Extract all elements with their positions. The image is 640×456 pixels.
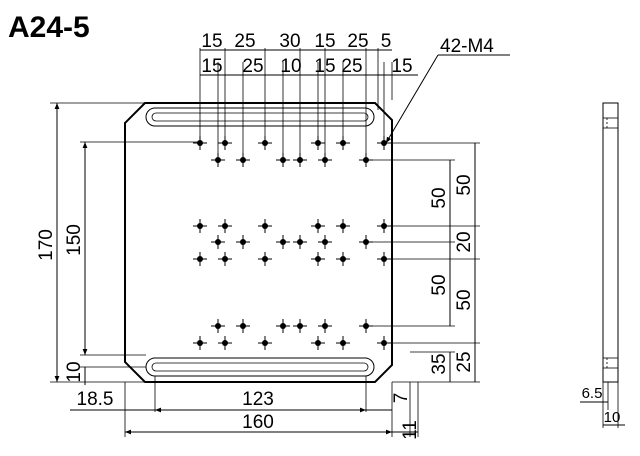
bottom-dim-160: 160	[242, 412, 274, 433]
mounting-hole	[193, 219, 207, 233]
mounting-hole	[193, 336, 207, 350]
mounting-hole	[236, 319, 250, 333]
mounting-holes	[193, 136, 391, 350]
top-dim-1-5: 25	[347, 31, 368, 52]
bottom-slot	[145, 357, 375, 377]
left-dim-150: 150	[64, 224, 85, 256]
hole-callout: 42-M4	[440, 36, 494, 57]
mounting-hole	[336, 336, 350, 350]
mounting-hole	[258, 336, 272, 350]
right-outer-dim-3: 50	[454, 289, 475, 310]
mounting-hole	[218, 252, 232, 266]
right-extension-lines	[366, 142, 480, 383]
mounting-hole	[258, 219, 272, 233]
right-inner-dim-1: 50	[429, 187, 450, 208]
top-dim-1-4: 15	[314, 31, 335, 52]
top-dim-2-2: 25	[242, 56, 263, 77]
mounting-hole	[336, 219, 350, 233]
mounting-hole	[236, 235, 250, 249]
side-dim-6-5: 6.5	[582, 385, 603, 402]
mounting-hole	[218, 336, 232, 350]
side-dim-10: 10	[604, 409, 621, 426]
top-dim-2-3: 10	[280, 56, 301, 77]
top-slot	[145, 107, 375, 127]
bottom-dim-11: 11	[400, 420, 421, 440]
mounting-hole	[311, 252, 325, 266]
mounting-hole	[311, 219, 325, 233]
mounting-hole	[318, 319, 332, 333]
right-dim-35: 35	[429, 353, 450, 374]
mounting-hole	[276, 235, 290, 249]
top-extension-lines	[199, 48, 393, 160]
bottom-dim-18-5: 18.5	[77, 389, 114, 410]
plate-outline	[124, 102, 393, 383]
mounting-hole	[211, 319, 225, 333]
mounting-hole	[336, 252, 350, 266]
mounting-hole	[193, 252, 207, 266]
top-dim-1-1: 15	[201, 31, 222, 52]
top-dim-2-5: 25	[341, 56, 362, 77]
right-outer-dim-4: 25	[454, 351, 475, 372]
mounting-hole	[218, 219, 232, 233]
top-dim-1-2: 25	[234, 31, 255, 52]
left-dim-170: 170	[36, 229, 57, 261]
side-view	[580, 102, 625, 428]
mounting-hole	[258, 252, 272, 266]
mounting-hole	[311, 336, 325, 350]
top-dim-1-6: 5	[381, 31, 392, 52]
model-title: A24-5	[8, 11, 90, 44]
left-extension-lines	[50, 102, 200, 383]
top-dim-2-6: 15	[391, 56, 412, 77]
left-dim-10: 10	[64, 361, 85, 382]
bottom-dim-123: 123	[242, 389, 274, 410]
top-dim-1-3: 30	[279, 31, 300, 52]
top-dim-2-1: 15	[201, 56, 222, 77]
mounting-hole	[293, 319, 307, 333]
mounting-hole	[293, 235, 307, 249]
bottom-dim-7: 7	[391, 393, 412, 404]
right-inner-dim-2: 50	[429, 274, 450, 295]
right-outer-dim-2: 20	[454, 231, 475, 252]
mounting-hole	[276, 319, 290, 333]
top-dim-2-4: 15	[314, 56, 335, 77]
mounting-hole	[211, 235, 225, 249]
mounting-hole	[318, 235, 332, 249]
right-outer-dim-1: 50	[454, 174, 475, 195]
